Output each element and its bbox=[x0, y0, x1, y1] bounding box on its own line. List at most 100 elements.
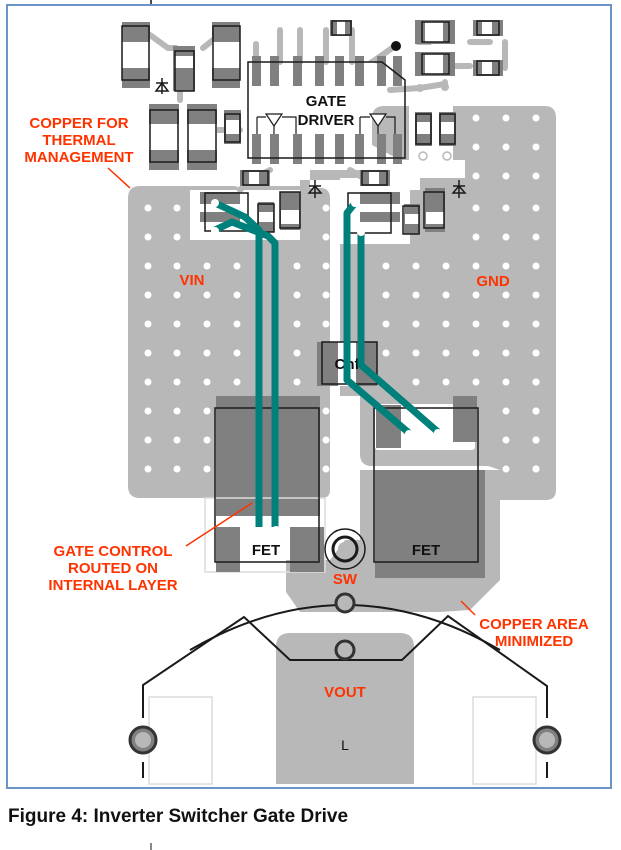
pin1-marker bbox=[391, 41, 401, 51]
svg-text:MANAGEMENT: MANAGEMENT bbox=[24, 149, 133, 166]
via bbox=[382, 320, 390, 328]
capacitor-c1 bbox=[121, 22, 150, 88]
via bbox=[144, 436, 152, 444]
via bbox=[203, 465, 211, 473]
via bbox=[472, 320, 480, 328]
via bbox=[532, 320, 540, 328]
via bbox=[442, 378, 450, 386]
via bbox=[203, 436, 211, 444]
diode-d1-icon bbox=[154, 78, 170, 94]
svg-text:MINIMIZED: MINIMIZED bbox=[495, 633, 573, 650]
via bbox=[322, 262, 330, 270]
via bbox=[532, 407, 540, 415]
capacitor-c10 bbox=[439, 112, 456, 146]
via bbox=[144, 407, 152, 415]
svg-text:THERMAL: THERMAL bbox=[42, 132, 115, 149]
via bbox=[173, 436, 181, 444]
via bbox=[173, 204, 181, 212]
thermal-vias bbox=[144, 114, 540, 473]
via bbox=[293, 378, 301, 386]
gate-driver-area: GATE DRIVER bbox=[121, 20, 508, 235]
via bbox=[233, 378, 241, 386]
via bbox=[203, 349, 211, 357]
capacitor-c4 bbox=[149, 104, 179, 170]
resistor-r1 bbox=[224, 110, 241, 144]
inductor-terminals bbox=[128, 592, 562, 755]
inductor-label: L bbox=[341, 737, 349, 753]
via bbox=[322, 320, 330, 328]
gate-trace-right-2 bbox=[357, 233, 441, 435]
via bbox=[532, 143, 540, 151]
via bbox=[322, 233, 330, 241]
resistor-r2 bbox=[473, 20, 503, 36]
sw-net-label: SW bbox=[333, 571, 358, 588]
via bbox=[532, 291, 540, 299]
diode-d2-icon bbox=[307, 180, 323, 198]
via bbox=[472, 349, 480, 357]
via bbox=[233, 262, 241, 270]
leader-gate-control bbox=[185, 502, 253, 547]
svg-text:COPPER FOR: COPPER FOR bbox=[29, 115, 128, 132]
via bbox=[502, 378, 510, 386]
via bbox=[442, 262, 450, 270]
buffer-left-icon bbox=[264, 113, 284, 128]
fet-right-label: FET bbox=[412, 542, 440, 559]
via bbox=[532, 378, 540, 386]
via bbox=[173, 291, 181, 299]
gate-trace-left-1 bbox=[213, 199, 263, 527]
svg-text:COPPER AREA: COPPER AREA bbox=[479, 616, 589, 633]
via bbox=[532, 233, 540, 241]
via bbox=[532, 349, 540, 357]
fet-right: FET bbox=[373, 396, 485, 578]
svg-text:GATE CONTROL: GATE CONTROL bbox=[54, 543, 173, 560]
via bbox=[233, 320, 241, 328]
via bbox=[173, 465, 181, 473]
via bbox=[502, 204, 510, 212]
via bbox=[502, 436, 510, 444]
gnd-net-label: GND bbox=[476, 273, 510, 290]
via bbox=[144, 349, 152, 357]
via bbox=[322, 436, 330, 444]
via bbox=[472, 262, 480, 270]
gate-network-right bbox=[347, 180, 467, 235]
diode-d3-icon bbox=[451, 180, 467, 198]
via bbox=[442, 349, 450, 357]
internal-gate-traces bbox=[213, 199, 441, 527]
via bbox=[472, 143, 480, 151]
via bbox=[203, 262, 211, 270]
via bbox=[203, 378, 211, 386]
via bbox=[502, 233, 510, 241]
leader-copper-thermal bbox=[107, 167, 131, 189]
via bbox=[502, 349, 510, 357]
via bbox=[203, 291, 211, 299]
via bbox=[412, 320, 420, 328]
via bbox=[412, 262, 420, 270]
via bbox=[472, 291, 480, 299]
thermal-copper-pour bbox=[240, 170, 360, 190]
gate-driver-ic bbox=[247, 61, 406, 159]
capacitor-c7 bbox=[415, 20, 455, 44]
capacitor-c9 bbox=[415, 112, 432, 146]
annotation-copper-thermal: COPPER FOR THERMAL MANAGEMENT bbox=[24, 115, 133, 166]
vout-net-label: VOUT bbox=[324, 684, 366, 701]
via bbox=[322, 465, 330, 473]
via bbox=[502, 320, 510, 328]
via bbox=[293, 262, 301, 270]
via bbox=[322, 291, 330, 299]
via bbox=[472, 114, 480, 122]
leader-copper-minimized bbox=[460, 600, 476, 616]
fet-left-label: FET bbox=[252, 542, 280, 559]
via bbox=[472, 378, 480, 386]
via bbox=[502, 143, 510, 151]
via bbox=[173, 233, 181, 241]
annotation-copper-minimized: COPPER AREA MINIMIZED bbox=[479, 616, 589, 650]
svg-text:INTERNAL LAYER: INTERNAL LAYER bbox=[48, 577, 177, 594]
via bbox=[203, 320, 211, 328]
via bbox=[442, 320, 450, 328]
via bbox=[532, 436, 540, 444]
via bbox=[532, 172, 540, 180]
via bbox=[322, 407, 330, 415]
via bbox=[144, 320, 152, 328]
via bbox=[412, 291, 420, 299]
